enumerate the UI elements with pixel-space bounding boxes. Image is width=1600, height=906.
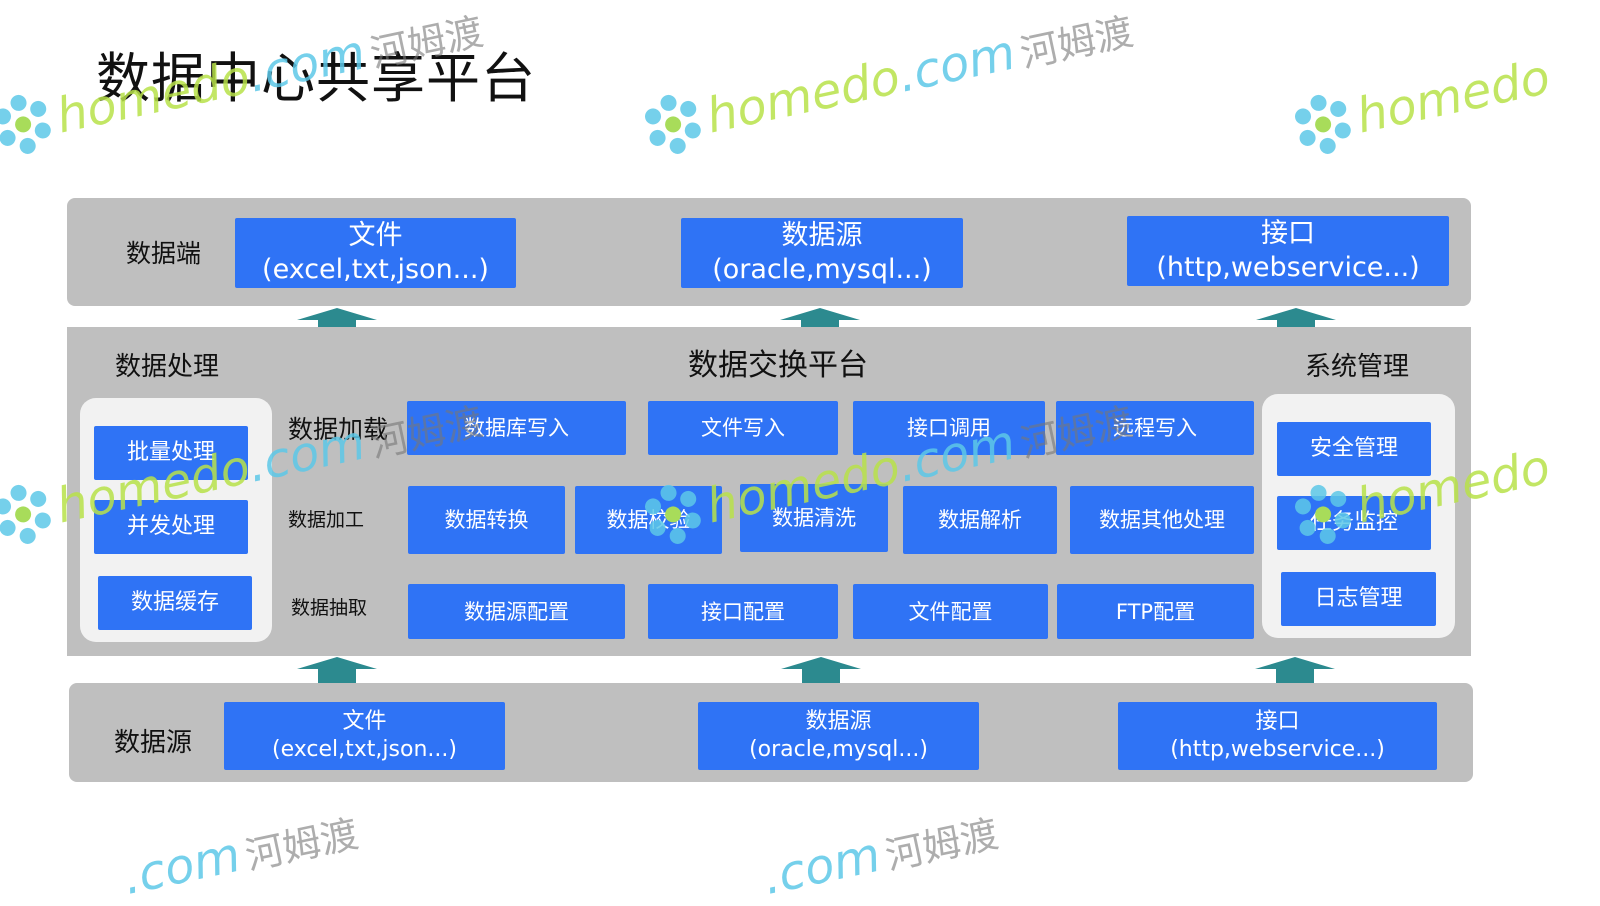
- ftp-config-box[interactable]: FTP配置: [1057, 584, 1254, 639]
- up-arrow-icon: [297, 657, 377, 683]
- watermark: .com河姆渡: [758, 802, 1002, 906]
- db-write-box[interactable]: 数据库写入: [407, 401, 626, 455]
- flower-logo-icon: [0, 89, 59, 160]
- flower-logo-icon: [1288, 89, 1359, 160]
- top-box-interface-l1: 接口: [1261, 218, 1315, 249]
- up-arrow-icon: [1255, 657, 1335, 683]
- row-label-extract: 数据抽取: [291, 597, 368, 619]
- file-config-label: 文件配置: [908, 599, 993, 624]
- page-title: 数据中心共享平台: [96, 47, 536, 110]
- watermark-latin: homedo: [701, 48, 905, 145]
- data-validate-box[interactable]: 数据校验: [575, 486, 722, 554]
- top-box-file-l2: (excel,txt,json...): [262, 254, 489, 285]
- interface-call-label: 接口调用: [907, 416, 991, 440]
- datasource-config-label: 数据源配置: [464, 599, 569, 624]
- batch-processing-label: 批量处理: [126, 440, 215, 465]
- concurrent-processing-label: 并发处理: [126, 514, 215, 539]
- top-box-datasource-l1: 数据源: [781, 220, 863, 251]
- data-other-box[interactable]: 数据其他处理: [1070, 486, 1254, 554]
- data-cache-label: 数据缓存: [130, 590, 219, 615]
- row-label-load: 数据加载: [288, 415, 389, 444]
- bottom-box-datasource-l2: (oracle,mysql...): [749, 737, 928, 762]
- log-management-label: 日志管理: [1314, 586, 1403, 611]
- watermark-domain: .com: [893, 24, 1021, 104]
- remote-write-box[interactable]: 远程写入: [1056, 401, 1254, 455]
- watermark: homedo: [1288, 47, 1556, 160]
- interface-config-label: 接口配置: [701, 599, 785, 624]
- data-parse-box[interactable]: 数据解析: [903, 486, 1057, 554]
- data-end-label: 数据端: [126, 239, 202, 268]
- ftp-config-label: FTP配置: [1115, 599, 1196, 624]
- log-management-box[interactable]: 日志管理: [1281, 572, 1436, 626]
- bottom-box-file-l2: (excel,txt,json...): [272, 737, 457, 762]
- data-parse-label: 数据解析: [938, 508, 1022, 532]
- bottom-box-file-l1: 文件: [342, 709, 387, 734]
- top-box-datasource[interactable]: 数据源 (oracle,mysql...): [681, 218, 963, 288]
- exchange-platform-title: 数据交换平台: [688, 348, 868, 383]
- bottom-box-interface[interactable]: 接口 (http,webservice...): [1118, 702, 1437, 770]
- db-write-label: 数据库写入: [464, 416, 569, 440]
- data-cache-box[interactable]: 数据缓存: [98, 576, 252, 630]
- file-config-box[interactable]: 文件配置: [853, 584, 1048, 639]
- security-management-box[interactable]: 安全管理: [1277, 422, 1431, 476]
- bottom-box-file[interactable]: 文件 (excel,txt,json...): [224, 702, 505, 770]
- watermark-domain: .com: [118, 826, 246, 906]
- bottom-box-datasource[interactable]: 数据源 (oracle,mysql...): [698, 702, 979, 770]
- concurrent-processing-box[interactable]: 并发处理: [94, 500, 248, 554]
- datasource-config-box[interactable]: 数据源配置: [408, 584, 625, 639]
- data-transform-box[interactable]: 数据转换: [408, 486, 565, 554]
- data-processing-title: 数据处理: [115, 352, 220, 382]
- watermark-domain: .com: [758, 826, 886, 906]
- data-cleanse-label: 数据清洗: [772, 506, 856, 530]
- data-validate-label: 数据校验: [606, 508, 691, 532]
- row-label-process: 数据加工: [288, 509, 365, 531]
- bottom-box-datasource-l1: 数据源: [805, 709, 872, 734]
- interface-call-box[interactable]: 接口调用: [853, 401, 1045, 455]
- task-monitor-label: 任务监控: [1309, 510, 1398, 535]
- system-management-title: 系统管理: [1305, 352, 1410, 382]
- flower-logo-icon: [0, 479, 59, 550]
- watermark-cn: 河姆渡: [1016, 8, 1137, 76]
- top-box-file[interactable]: 文件 (excel,txt,json...): [235, 218, 516, 288]
- top-box-file-l1: 文件: [348, 220, 403, 251]
- bottom-box-interface-l2: (http,webservice...): [1170, 737, 1385, 762]
- bottom-box-interface-l1: 接口: [1255, 709, 1300, 734]
- top-box-interface-l2: (http,webservice...): [1156, 252, 1420, 283]
- watermark-cn: 河姆渡: [241, 811, 363, 878]
- data-other-label: 数据其他处理: [1099, 508, 1225, 532]
- interface-config-box[interactable]: 接口配置: [648, 584, 838, 639]
- top-box-datasource-l2: (oracle,mysql...): [712, 254, 932, 285]
- remote-write-label: 远程写入: [1113, 416, 1197, 440]
- watermark-latin: homedo: [1351, 48, 1555, 145]
- data-transform-label: 数据转换: [444, 508, 529, 532]
- data-source-label: 数据源: [114, 728, 193, 758]
- file-write-label: 文件写入: [701, 416, 785, 440]
- data-cleanse-box[interactable]: 数据清洗: [740, 484, 888, 552]
- watermark: homedo.com河姆渡: [638, 0, 1138, 160]
- watermark: .com河姆渡: [118, 802, 362, 906]
- up-arrow-icon: [781, 657, 861, 683]
- file-write-box[interactable]: 文件写入: [648, 401, 838, 455]
- batch-processing-box[interactable]: 批量处理: [94, 426, 248, 480]
- top-box-interface[interactable]: 接口 (http,webservice...): [1127, 216, 1449, 286]
- watermark-cn: 河姆渡: [881, 811, 1003, 878]
- security-management-label: 安全管理: [1309, 436, 1398, 461]
- task-monitor-box[interactable]: 任务监控: [1277, 496, 1431, 550]
- flower-logo-icon: [638, 89, 709, 160]
